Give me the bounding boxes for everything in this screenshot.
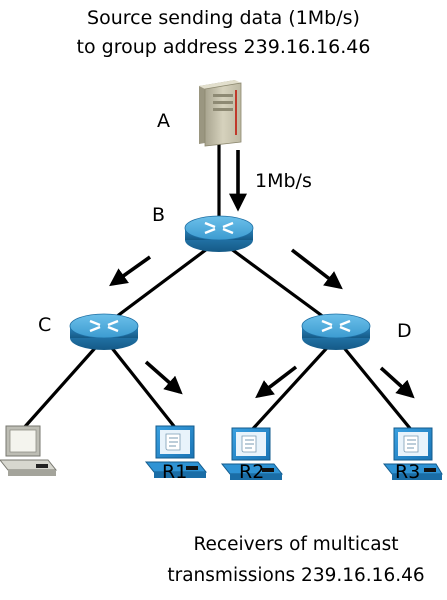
host-label-r3: R3: [395, 461, 421, 483]
link-b-d: [217, 238, 338, 328]
link-c-r1: [102, 336, 179, 432]
workstation-icon: [0, 425, 58, 476]
arrow-d-r3: [379, 366, 415, 399]
router-c-icon: [69, 313, 139, 350]
link-d-r3: [334, 336, 415, 434]
rate-label: 1Mb/s: [255, 170, 312, 192]
arrow-c-r1: [144, 360, 183, 395]
link-d-r2: [248, 336, 338, 434]
host-label-r2: R2: [239, 461, 265, 483]
receiver-r1-icon: [144, 425, 208, 478]
arrow-b-c: [109, 255, 152, 287]
footer-line-2: transmissions 239.16.16.46: [167, 565, 425, 586]
footer-line-1: Receivers of multicast: [193, 534, 399, 555]
header-line-1: Source sending data (1Mb/s): [87, 7, 360, 29]
node-label-a: A: [157, 110, 170, 132]
receiver-r3-icon: [382, 427, 443, 480]
node-label-d: D: [397, 320, 412, 342]
host-label-r1: R1: [162, 461, 188, 483]
arrow-b-d: [290, 248, 343, 290]
header-line-2: to group address 239.16.16.46: [76, 36, 371, 58]
router-d-icon: [301, 313, 371, 350]
receiver-r2-icon: [220, 427, 284, 480]
server-icon: [199, 80, 242, 147]
arrow-d-r2: [255, 365, 298, 399]
router-b-icon: [184, 215, 254, 252]
node-label-b: B: [152, 204, 166, 226]
traffic-arrows: [109, 150, 415, 399]
node-label-c: C: [38, 314, 52, 336]
link-b-c: [102, 238, 221, 328]
link-c-pc: [20, 336, 106, 432]
links: [20, 140, 415, 434]
